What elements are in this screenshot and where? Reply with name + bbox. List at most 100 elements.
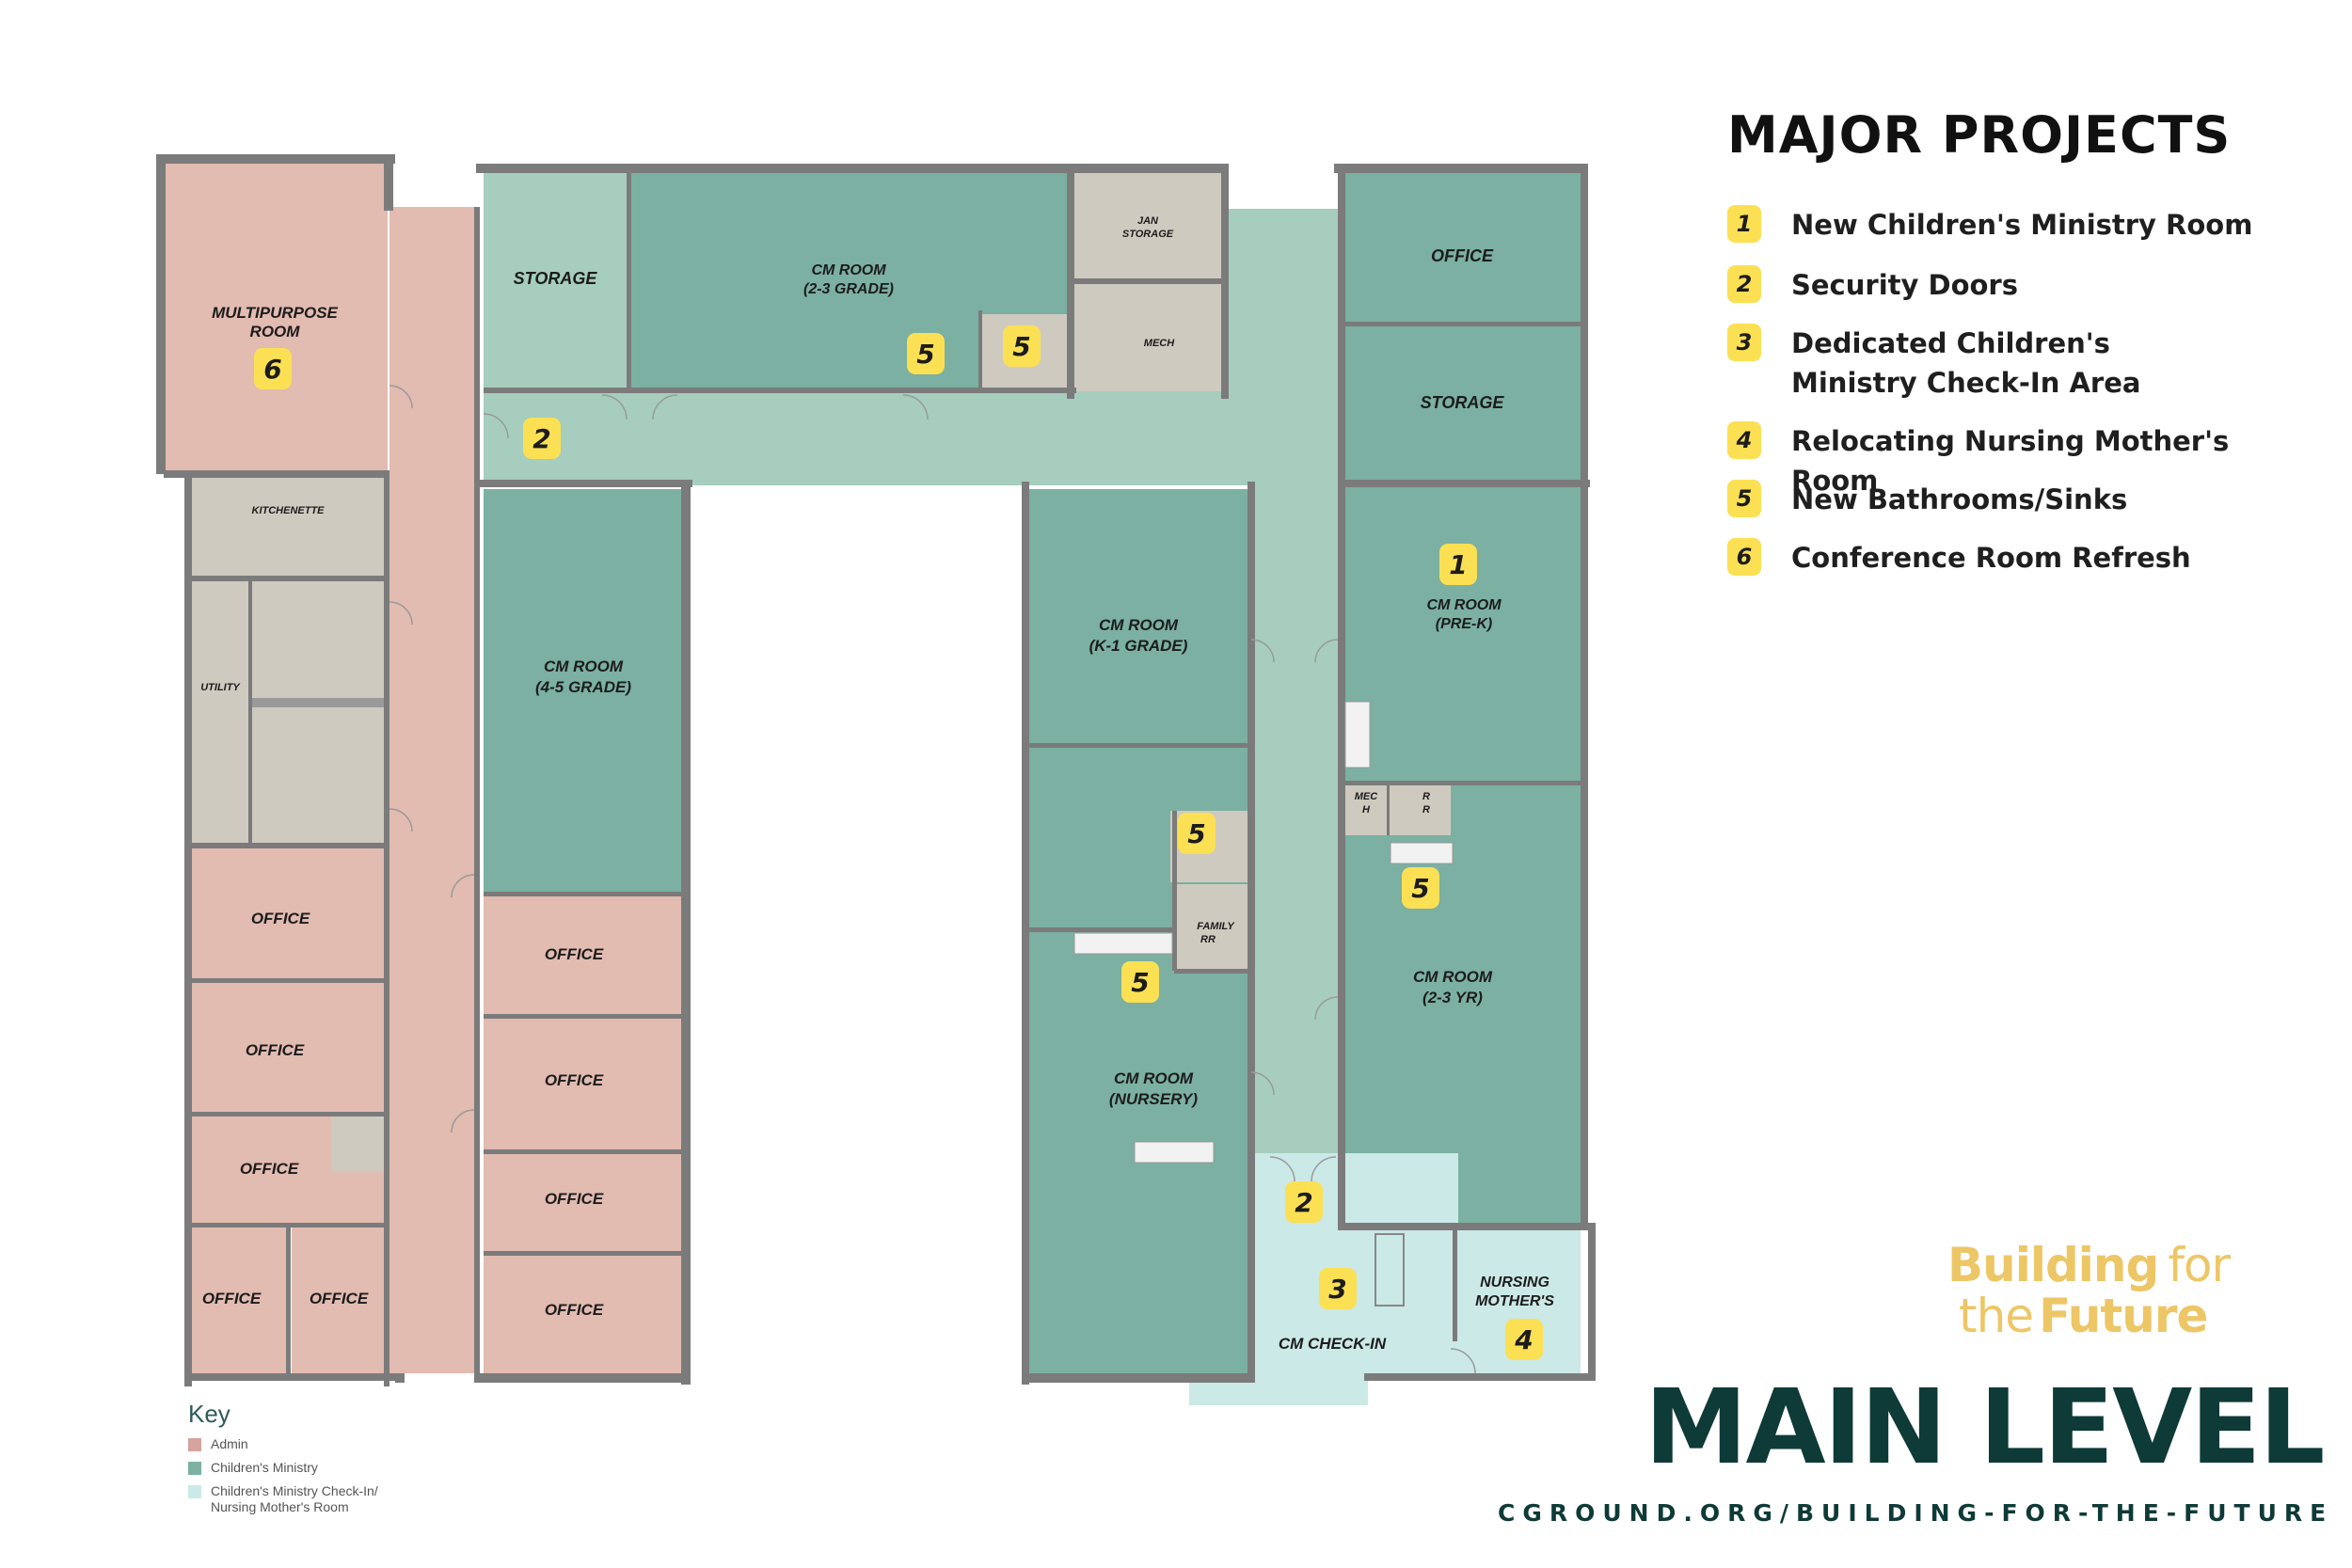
badge-5-nursery[interactable]: 5	[1121, 961, 1159, 1003]
key-row-checkin: Children's Ministry Check-In/ Nursing Mo…	[188, 1483, 378, 1515]
office-center-2[interactable]	[484, 1018, 681, 1149]
service-closet	[331, 1116, 384, 1172]
key-swatch-cm	[188, 1462, 201, 1475]
label-office-center-3: OFFICE	[545, 1190, 604, 1208]
north-wing	[476, 164, 1590, 487]
badge-2-checkin[interactable]: 2	[1285, 1181, 1323, 1223]
jan-storage-room[interactable]	[1074, 171, 1221, 280]
badge-3-checkin[interactable]: 3	[1319, 1268, 1357, 1309]
doors	[389, 385, 1476, 1374]
badge-5-rr[interactable]: 5	[1402, 867, 1439, 909]
badge-5-center[interactable]: 5	[1178, 813, 1216, 854]
label-kitchenette: KITCHENETTE	[252, 505, 326, 516]
checkin-desk	[1375, 1233, 1405, 1307]
project-badges: 6 2 5 5 1 5 5 5 2 3 4	[254, 325, 1543, 1360]
office-center-1[interactable]	[484, 895, 681, 1014]
project-text-5: New Bathrooms/Sinks	[1791, 483, 2128, 515]
office-left-5[interactable]	[292, 1227, 384, 1373]
office-center-4[interactable]	[484, 1255, 681, 1373]
kitchenette-room[interactable]	[192, 478, 384, 578]
key-label-cm: Children's Ministry	[211, 1460, 318, 1475]
project-item-5: 5 New Bathrooms/Sinks	[1727, 480, 2318, 519]
key-row-admin: Admin	[188, 1436, 378, 1452]
north-corridor	[484, 391, 1345, 485]
cm-2-3-yr-room[interactable]	[1345, 784, 1581, 1227]
the-word: the	[1959, 1289, 2034, 1343]
label-family-rr-1: FAMILY	[1197, 921, 1235, 932]
project-badge-4: 4	[1727, 421, 1761, 459]
counter-nursery	[1134, 1141, 1215, 1164]
label-jan-2: STORAGE	[1122, 229, 1174, 240]
label-cm-2-3-grade-1: CM ROOM	[811, 262, 886, 278]
label-office-center-1: OFFICE	[545, 945, 604, 963]
mech-h-room[interactable]	[1345, 781, 1387, 835]
label-office-left-3: OFFICE	[240, 1160, 299, 1178]
multipurpose-room[interactable]	[164, 164, 388, 474]
label-nursing-2: MOTHER'S	[1475, 1293, 1554, 1309]
label-utility: UTILITY	[200, 682, 241, 693]
project-item-1: 1 New Children's Ministry Room	[1727, 205, 2318, 245]
office-left-1[interactable]	[190, 847, 384, 978]
label-office-center-2: OFFICE	[545, 1071, 604, 1089]
project-badge-5: 5	[1727, 480, 1761, 517]
for-word: for	[2168, 1238, 2231, 1292]
restroom-block	[252, 581, 384, 845]
family-rr-room[interactable]	[1174, 884, 1249, 971]
office-center-3[interactable]	[484, 1153, 681, 1251]
label-family-rr-2: RR	[1200, 934, 1216, 945]
room-labels: MULTIPURPOSE ROOM STORAGE CM ROOM (2-3 G…	[200, 215, 1554, 1353]
label-jan-1: JAN	[1137, 215, 1159, 227]
project-item-4: 4 Relocating Nursing Mother's Room	[1727, 421, 2318, 500]
storage-north-room[interactable]	[484, 171, 627, 388]
svg-text:6: 6	[263, 354, 281, 385]
label-cm-4-5-grade-1: CM ROOM	[544, 657, 624, 675]
svg-text:2: 2	[1295, 1187, 1312, 1218]
cm-prek-room[interactable]	[1345, 487, 1581, 781]
cm-4-5-grade-room[interactable]	[484, 489, 681, 892]
label-office-left-4: OFFICE	[202, 1290, 262, 1307]
badge-2-north[interactable]: 2	[523, 418, 561, 459]
label-office-left-1: OFFICE	[251, 910, 310, 927]
label-cm-prek-1: CM ROOM	[1426, 597, 1502, 613]
svg-text:5: 5	[1411, 873, 1429, 904]
admin-corridor	[389, 207, 480, 1373]
label-office-left-2: OFFICE	[246, 1041, 305, 1059]
label-storage-ne: STORAGE	[1421, 393, 1505, 412]
project-text-6: Conference Room Refresh	[1791, 542, 2191, 574]
storage-ne-room[interactable]	[1345, 325, 1581, 482]
badge-5-north-a[interactable]: 5	[907, 333, 945, 374]
main-level-title: MAIN LEVEL	[1645, 1367, 2325, 1487]
site-url[interactable]: CGROUND.ORG/BUILDING-FOR-THE-FUTURE	[1498, 1499, 2334, 1527]
label-cm-2-3-yr-1: CM ROOM	[1413, 968, 1493, 986]
key-title: Key	[188, 1400, 230, 1428]
project-text-3: Dedicated Children's Ministry Check-In A…	[1791, 327, 2141, 399]
office-left-2[interactable]	[190, 982, 384, 1112]
stall-divider	[252, 698, 384, 707]
key-swatch-admin	[188, 1438, 201, 1451]
project-badge-3: 3	[1727, 324, 1761, 361]
east-wing	[1022, 482, 1596, 1405]
svg-text:1: 1	[1449, 549, 1467, 580]
badge-6-multipurpose[interactable]: 6	[254, 348, 292, 389]
label-office-center-4: OFFICE	[545, 1301, 604, 1319]
rr-room[interactable]	[1389, 781, 1451, 835]
east-corridor	[1251, 485, 1338, 1153]
utility-room[interactable]	[190, 581, 250, 845]
office-left-4[interactable]	[190, 1227, 288, 1373]
label-cm-k1-1: CM ROOM	[1099, 616, 1179, 634]
badge-5-north-b[interactable]: 5	[1003, 325, 1041, 367]
key-label-admin: Admin	[211, 1436, 248, 1451]
north-corridor-ext	[1225, 209, 1345, 397]
svg-text:3: 3	[1328, 1274, 1346, 1305]
cm-k1-grade-room[interactable]	[1029, 489, 1249, 743]
badge-1-prek[interactable]: 1	[1439, 544, 1477, 585]
counter-prek	[1344, 701, 1371, 768]
label-multipurpose-2: ROOM	[250, 323, 301, 341]
badge-4-nursing[interactable]: 4	[1505, 1319, 1543, 1360]
mech-north-room[interactable]	[1074, 284, 1221, 393]
building-word: Building	[1947, 1238, 2159, 1292]
project-item-2: 2 Security Doors	[1727, 265, 2318, 305]
office-ne-room[interactable]	[1345, 171, 1581, 322]
color-key: Key Admin Children's Ministry Children's…	[188, 1400, 378, 1523]
